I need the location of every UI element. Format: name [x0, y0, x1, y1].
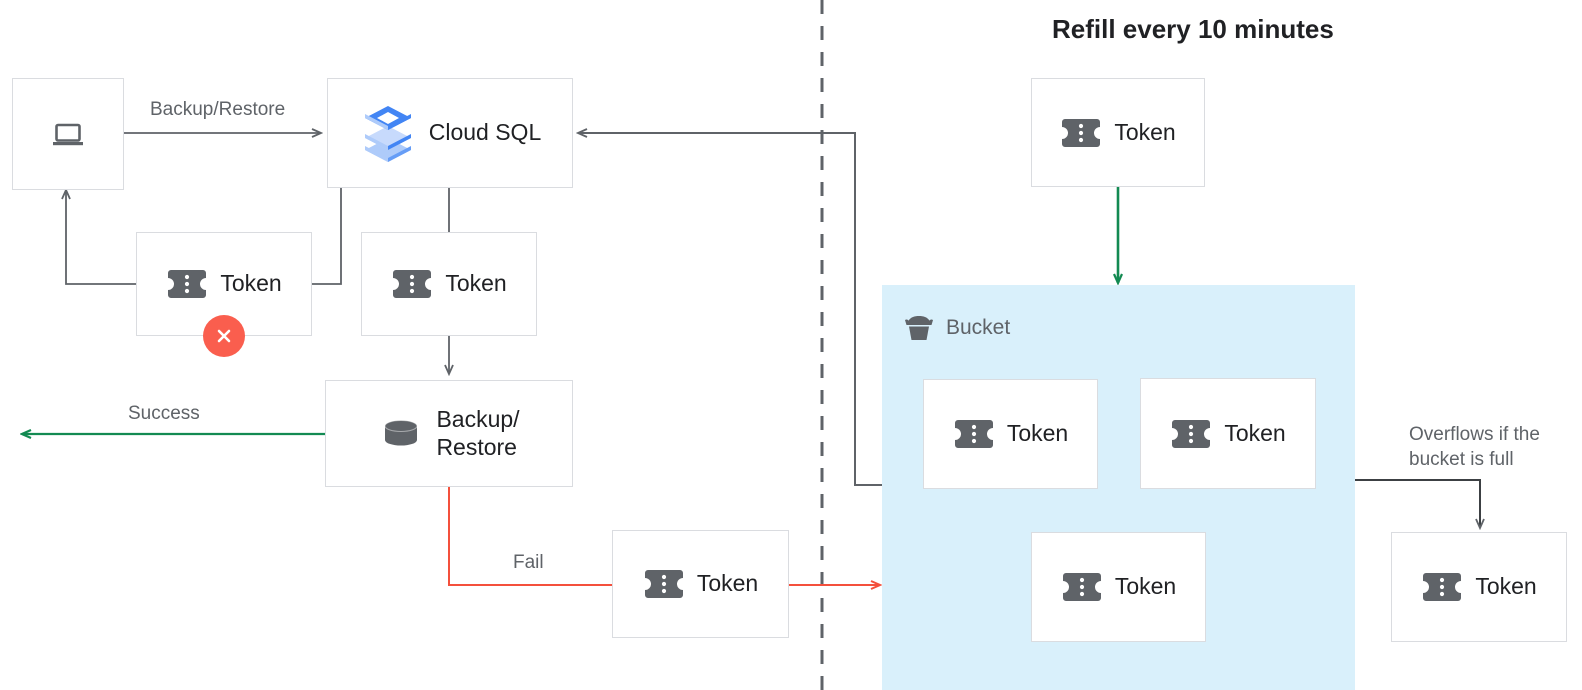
bucket-token-3-label: Token	[1114, 573, 1177, 600]
token-overflow-label: Token	[1475, 573, 1537, 600]
edge-overflow	[1355, 479, 1480, 528]
edge-bucket-to-cloudsql	[578, 133, 882, 486]
token-icon	[954, 420, 993, 448]
bucket-header: Bucket	[902, 311, 1010, 345]
diagram-title: Refill every 10 minutes	[1052, 14, 1334, 44]
edge-label-overflow: Overflows if the bucket is full	[1409, 424, 1540, 470]
token-icon	[168, 270, 207, 298]
fail-x-badge	[203, 315, 245, 357]
node-bucket-token-3[interactable]: Token	[1031, 532, 1206, 642]
token-icon	[1062, 573, 1101, 601]
token-under-sql-label: Token	[445, 270, 507, 297]
laptop-icon	[53, 123, 83, 146]
token-icon	[1172, 419, 1211, 448]
node-token-refill[interactable]: Token	[1031, 78, 1205, 187]
bucket-token-1-label: Token	[1006, 420, 1069, 447]
edge-label-fail: Fail	[513, 552, 544, 573]
backup-restore-label: Backup/ Restore	[436, 405, 520, 460]
cloud-sql-label: Cloud SQL	[428, 119, 542, 146]
node-bucket-token-1[interactable]: Token	[923, 379, 1098, 489]
cloud-sql-icon	[364, 106, 411, 162]
bucket-token-2-label: Token	[1224, 419, 1286, 446]
node-token-under-sql[interactable]: Token	[361, 232, 537, 336]
bucket-icon	[905, 316, 933, 340]
node-backup-restore[interactable]: Backup/ Restore	[325, 380, 573, 487]
node-cloud-sql[interactable]: Cloud SQL	[327, 78, 573, 188]
node-token-fail-path[interactable]: Token	[612, 530, 789, 638]
token-failed-label: Token	[220, 270, 282, 297]
database-icon	[384, 419, 418, 445]
node-client[interactable]	[12, 78, 124, 190]
token-refill-label: Token	[1114, 118, 1176, 145]
token-icon	[1062, 118, 1101, 147]
node-bucket-token-2[interactable]: Token	[1140, 378, 1316, 489]
edge-label-success: Success	[128, 403, 200, 424]
bucket-label: Bucket	[946, 316, 1011, 339]
close-icon	[217, 329, 231, 343]
token-icon	[644, 570, 683, 598]
token-icon	[1423, 573, 1462, 601]
edge-label-backup-restore: Backup/Restore	[150, 99, 286, 120]
edge-fail	[448, 487, 612, 586]
token-fail-path-label: Token	[696, 570, 759, 597]
token-icon	[393, 270, 432, 298]
node-token-overflow[interactable]: Token	[1391, 532, 1567, 642]
